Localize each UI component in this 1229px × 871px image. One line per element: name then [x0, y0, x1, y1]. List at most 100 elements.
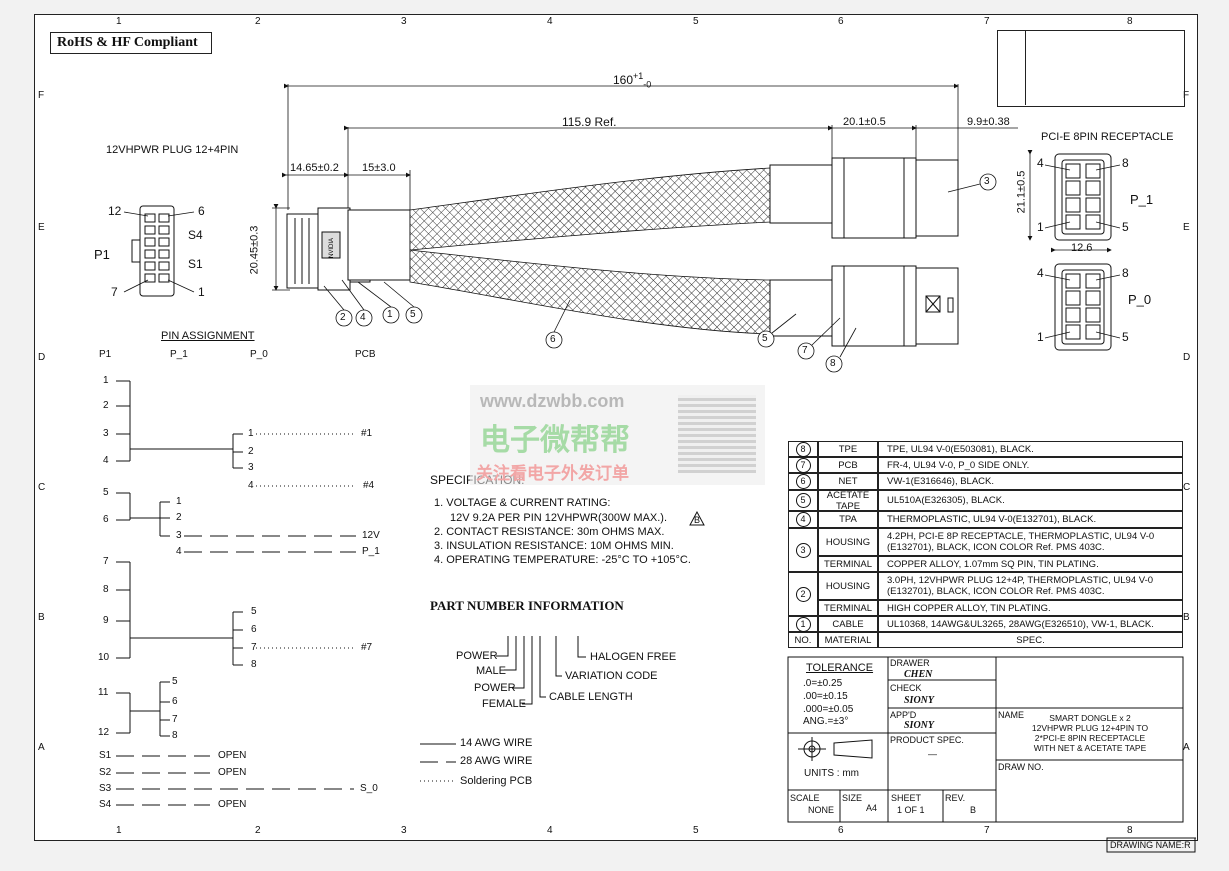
p_1-pin-label: 2	[248, 446, 254, 457]
grid-row-label: A	[38, 742, 45, 753]
grid-col-label: 3	[401, 825, 407, 836]
sheet-label: SHEET	[891, 793, 922, 803]
bom-spec-cell: COPPER ALLOY, 1.07mm SQ PIN, TIN PLATING…	[878, 556, 1183, 572]
bom-part-cell: ACETATE TAPE	[818, 489, 878, 512]
bom-part-cell-text: HOUSING	[825, 536, 871, 548]
bom-spec-cell-text: UL510A(E326305), BLACK.	[887, 495, 1005, 506]
name-label: NAME	[998, 710, 1025, 720]
grid-col-label: 6	[838, 16, 844, 27]
grid-col-label: 7	[984, 825, 990, 836]
p_1-pin-label: 8	[251, 659, 257, 670]
units-label: UNITS : mm	[804, 768, 859, 779]
scale-label: SCALE	[790, 793, 820, 803]
balloon-2: 2	[340, 312, 346, 323]
grid-col-label: 4	[547, 16, 553, 27]
dim-tail: 9.9±0.38	[967, 116, 1010, 128]
bom-part-cell-text: HOUSING	[825, 580, 871, 592]
grid-col-label: 2	[255, 825, 261, 836]
bom-item-number: 6	[788, 473, 818, 490]
appd-value: SIONY	[904, 720, 935, 731]
rec-p0-label: P_0	[1128, 292, 1152, 307]
bom-spec-cell: VW-1(E316646), BLACK.	[878, 473, 1183, 490]
bom-part-cell: HOUSING	[818, 528, 878, 556]
bom-part-cell: TERMINAL	[818, 600, 878, 616]
spec-item-1b: 12V 9.2A PER PIN 12VHPWR(300W MAX.).	[450, 512, 668, 524]
appd-label: APP'D	[890, 710, 917, 720]
rec-p1-label: P_1	[1130, 192, 1154, 207]
bom-item-number-text: 7	[795, 457, 811, 473]
tolerance-1: .0=±0.25	[803, 678, 843, 689]
bom-spec-cell-text: 4.2PH, PCI-E 8P RECEPTACLE, THERMOPLASTI…	[887, 531, 1155, 553]
pn-power-1: POWER	[456, 650, 498, 662]
p_0-pin-label: 6	[172, 696, 178, 707]
bom-item-number: 2	[788, 572, 818, 616]
bom-spec-cell: THERMOPLASTIC, UL94 V-0(E132701), BLACK.	[878, 511, 1183, 528]
bom-spec-cell: UL10368, 14AWG&UL3265, 28AWG(E326510), V…	[878, 616, 1183, 632]
watermark-cn2: 关注看电子外发订单	[476, 464, 629, 483]
legend-14awg: 14 AWG WIRE	[460, 737, 533, 749]
rec-pin-1-a: 1	[1037, 220, 1044, 234]
rec-pin-8-a: 8	[1122, 156, 1129, 170]
sense-state-label: OPEN	[218, 750, 247, 761]
grid-row-label: A	[1183, 742, 1190, 753]
scale-value: NONE	[808, 805, 835, 815]
rec-pin-5-a: 5	[1122, 220, 1129, 234]
p_1-pin-label: 7	[251, 642, 257, 653]
bom-part-cell-text: TERMINAL	[823, 602, 873, 614]
product-spec-label: PRODUCT SPEC.	[890, 735, 964, 745]
watermark-cn1: 电子微帮帮	[480, 424, 630, 457]
grid-col-label: 1	[116, 16, 122, 27]
balloon-5a: 5	[410, 309, 416, 320]
size-label: SIZE	[842, 793, 863, 803]
p_1-pin-label: 1	[248, 428, 254, 439]
p1-pin-label: 2	[103, 400, 109, 411]
p_0-pin-label: 2	[176, 512, 182, 523]
balloon-8: 8	[830, 358, 836, 369]
sense-pin-label: S2	[99, 767, 112, 778]
bom-header-no-text: NO.	[794, 634, 812, 646]
pcb-label: #4	[363, 480, 375, 491]
grid-col-label: 6	[838, 825, 844, 836]
grid-col-label: 2	[255, 16, 261, 27]
rec-pin-1-b: 1	[1037, 330, 1044, 344]
grid-row-label: E	[1183, 222, 1190, 233]
bom-item-number: 3	[788, 528, 818, 572]
watermark-url: www.dzwbb.com	[480, 391, 625, 411]
bom-item-number-text: 3	[795, 542, 811, 558]
pcb-label: #7	[361, 642, 373, 653]
dim-rec-height: 21.1±0.5	[1015, 170, 1028, 214]
compliance-box: RoHS & HF Compliant	[50, 32, 212, 54]
size-value: A4	[866, 803, 878, 813]
bom-part-cell: TPA	[818, 511, 878, 528]
legend-pcb: Soldering PCB	[460, 775, 533, 787]
bom-part-cell: NET	[818, 473, 878, 490]
pa-header-p_1: P_1	[170, 349, 188, 360]
bom-item-number: 8	[788, 441, 818, 457]
bom-header-no: NO.	[788, 632, 818, 648]
pn-power-2: POWER	[474, 682, 516, 694]
name-line-2: 12VHPWR PLUG 12+4PIN TO	[1031, 723, 1149, 733]
pcb-label: 12V	[362, 530, 380, 541]
p1-pin-label: 5	[103, 487, 109, 498]
legend-28awg: 28 AWG WIRE	[460, 755, 533, 767]
bom-item-number: 7	[788, 457, 818, 473]
plug-pin-1: 1	[198, 285, 205, 299]
spec-item-4: 4. OPERATING TEMPERATURE: -25°C TO +105°…	[434, 554, 691, 566]
bom-part-cell-text: CABLE	[832, 618, 864, 630]
corner-divider	[1025, 30, 1026, 105]
bom-spec-cell: 4.2PH, PCI-E 8P RECEPTACLE, THERMOPLASTI…	[878, 528, 1183, 556]
bom-spec-cell: 3.0PH, 12VHPWR PLUG 12+4P, THERMOPLASTIC…	[878, 572, 1183, 600]
svg-text:NVIDIA: NVIDIA	[329, 238, 335, 258]
p1-pin-label: 11	[98, 687, 109, 698]
p1-pin-label: 12	[98, 727, 110, 738]
pcb-label: S_0	[360, 783, 378, 794]
sense-pin-label: S4	[99, 799, 112, 810]
dim-plug-len: 14.65±0.2	[290, 162, 339, 174]
grid-row-label: B	[38, 612, 45, 623]
p_0-pin-label: 8	[172, 730, 178, 741]
bom-part-cell-text: ACETATE TAPE	[826, 489, 870, 512]
p1-pin-label: 8	[103, 584, 109, 595]
p_0-pin-label: 5	[172, 676, 178, 687]
grid-row-label: D	[38, 352, 46, 363]
